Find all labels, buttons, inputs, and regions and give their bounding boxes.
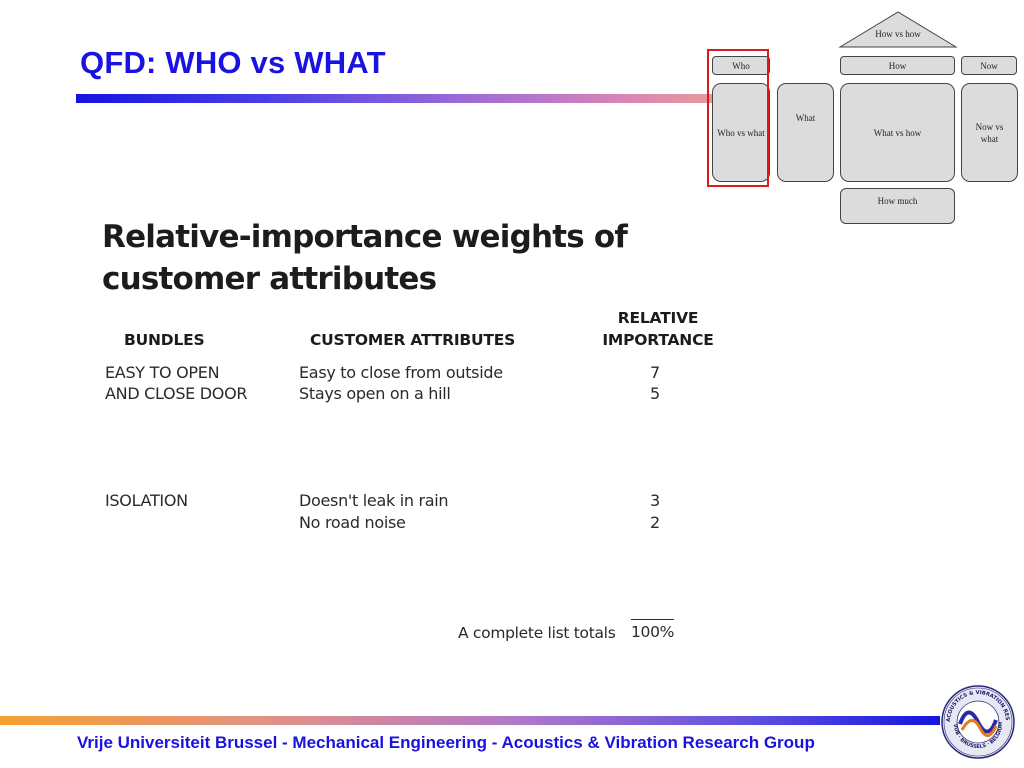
attribute-cell: Stays open on a hill (299, 384, 451, 403)
roof-label: How vs how (875, 29, 921, 39)
who-box: Who (712, 56, 770, 75)
now-box: Now (961, 56, 1017, 75)
attribute-cell: Doesn't leak in rain (299, 491, 449, 510)
bundle-label: AND CLOSE DOOR (105, 384, 248, 403)
who-highlight-frame (707, 49, 769, 187)
bundle-label: EASY TO OPEN (105, 363, 220, 382)
importance-cell: 3 (650, 491, 660, 510)
total-value: 100% (631, 619, 674, 641)
importance-header-line2: IMPORTANCE (602, 331, 714, 349)
who-vs-what-box: Who vs what (712, 83, 770, 182)
slide-title: QFD: WHO vs WHAT (80, 45, 386, 80)
importance-header-line1: RELATIVE (617, 309, 699, 327)
attribute-cell: No road noise (299, 513, 406, 532)
footer-bar (0, 716, 940, 725)
attribute-cell: Easy to close from outside (299, 363, 503, 382)
importance-cell: 2 (650, 513, 660, 532)
what-vs-how-box: What vs how (840, 83, 955, 182)
bundle-label: ISOLATION (105, 491, 188, 510)
total-label: A complete list totals (458, 624, 616, 642)
how-box: How (840, 56, 955, 75)
title-underline-bar (76, 94, 716, 103)
importance-cell: 5 (650, 384, 660, 403)
research-group-logo: ACOUSTICS & VIBRATION RESEARCH GROUP VUB… (940, 684, 1015, 759)
now-vs-what-box: Now vs what (961, 83, 1018, 182)
what-box: What (777, 83, 834, 182)
attributes-header: CUSTOMER ATTRIBUTES (310, 331, 516, 349)
figure-title: Relative-importance weights of customer … (102, 219, 628, 297)
bundles-header: BUNDLES (124, 331, 205, 349)
roof-triangle (838, 11, 958, 48)
footer-text: Vrije Universiteit Brussel - Mechanical … (77, 733, 815, 752)
importance-cell: 7 (650, 363, 660, 382)
how-much-box: How much (840, 188, 955, 224)
